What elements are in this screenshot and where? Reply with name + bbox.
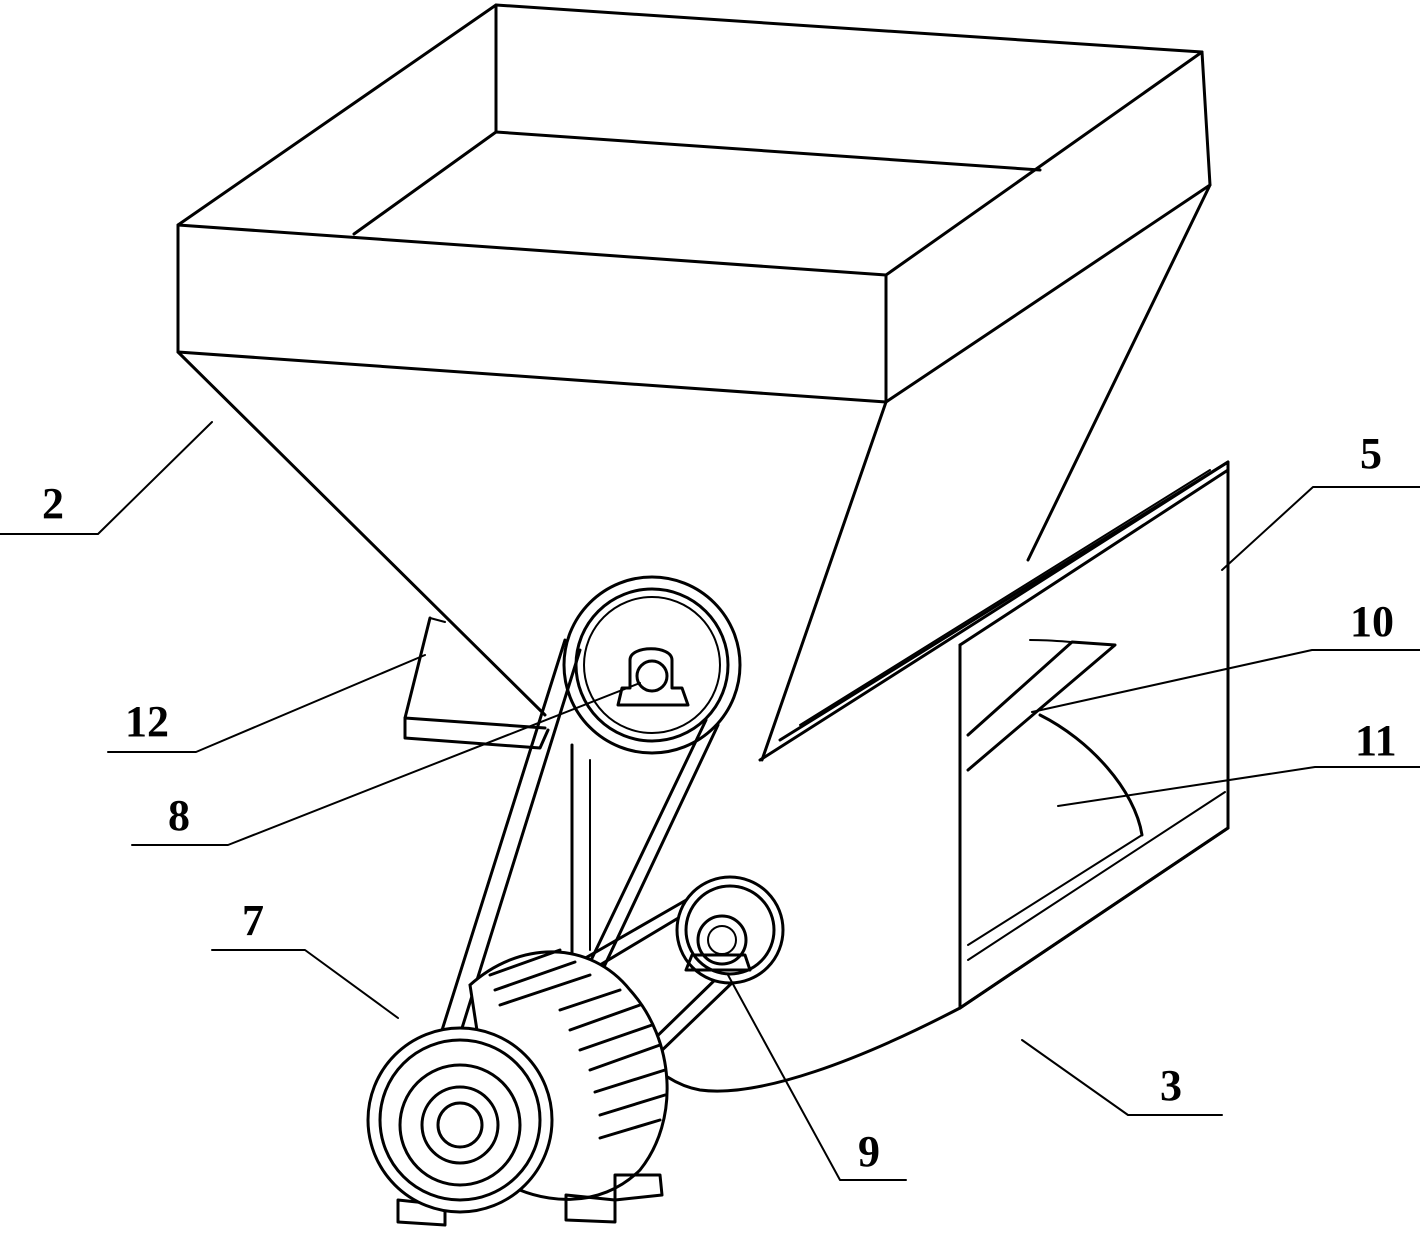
small-bearing-base [684, 953, 752, 972]
slot-outline [966, 640, 1117, 772]
discharge-plate-edge [403, 716, 547, 730]
motor-pulley-outer [366, 1026, 554, 1214]
motor-pulley-inner [398, 1063, 522, 1187]
leader-9 [727, 974, 907, 1181]
label-8: 8 [168, 791, 190, 840]
motor-foot-right [613, 1173, 664, 1202]
trough-housing [570, 460, 1230, 1093]
trough-front-top [958, 468, 1230, 647]
blade-base [967, 834, 1143, 946]
part-labels: 2 3 5 7 8 9 10 11 12 [42, 429, 1397, 1176]
label-9: 9 [858, 1127, 880, 1176]
trough-top-edge [778, 460, 1230, 742]
small-pulley-outer [675, 875, 785, 985]
small-pulley-hub [696, 914, 748, 966]
label-11: 11 [1355, 716, 1397, 765]
hopper-front-band [176, 223, 888, 404]
motor [366, 948, 669, 1227]
trough-lower-inner [967, 791, 1226, 961]
small-pulley-rim [684, 884, 776, 976]
discharge-plate [403, 616, 550, 750]
motor-cooling-fins [488, 948, 667, 1140]
motor-pulley-rim [378, 1038, 542, 1202]
hopper-front-slope [760, 400, 888, 762]
leader-12 [107, 654, 426, 753]
label-3: 3 [1160, 1061, 1182, 1110]
upper-bearing-shaft [635, 659, 669, 693]
discharge-plate-top [429, 617, 446, 623]
leader-10 [1031, 649, 1420, 713]
motor-foot-middle [564, 1193, 617, 1224]
upper-pulley-outer [562, 575, 742, 755]
discharge-plate-outline [403, 616, 550, 750]
small-pulley [675, 875, 785, 985]
leader-11 [1057, 766, 1420, 807]
trough-top-inner-edge [799, 469, 1211, 726]
upper-pulley-groove [583, 596, 721, 734]
label-2: 2 [42, 479, 64, 528]
slot-assembly [966, 639, 1144, 946]
label-12: 12 [125, 697, 169, 746]
hopper-left-slope [176, 350, 547, 717]
belt-left-outer [418, 638, 567, 1102]
trough-side-panel [758, 460, 1230, 1010]
blade-arc [1038, 713, 1144, 837]
label-5: 5 [1360, 429, 1382, 478]
hopper-top-rim [176, 3, 1204, 277]
hopper-right-slope [1026, 183, 1212, 562]
label-10: 10 [1350, 597, 1394, 646]
motor-pulley-hub [420, 1085, 500, 1165]
leader-3 [1021, 1039, 1223, 1116]
upper-pulley [562, 575, 742, 755]
leader-2 [0, 421, 213, 535]
motor-pulley-shaft [436, 1101, 484, 1149]
leader-5 [1221, 486, 1420, 571]
upper-bearing-block [616, 647, 690, 707]
label-7: 7 [242, 896, 264, 945]
slot-top-arc [1029, 639, 1073, 643]
hopper-right-band [884, 50, 1212, 404]
leader-8 [131, 682, 641, 846]
hopper [176, 3, 1212, 762]
hopper-inner-rim [352, 130, 1042, 236]
leader-7 [211, 949, 399, 1019]
leader-lines [0, 421, 1420, 1181]
